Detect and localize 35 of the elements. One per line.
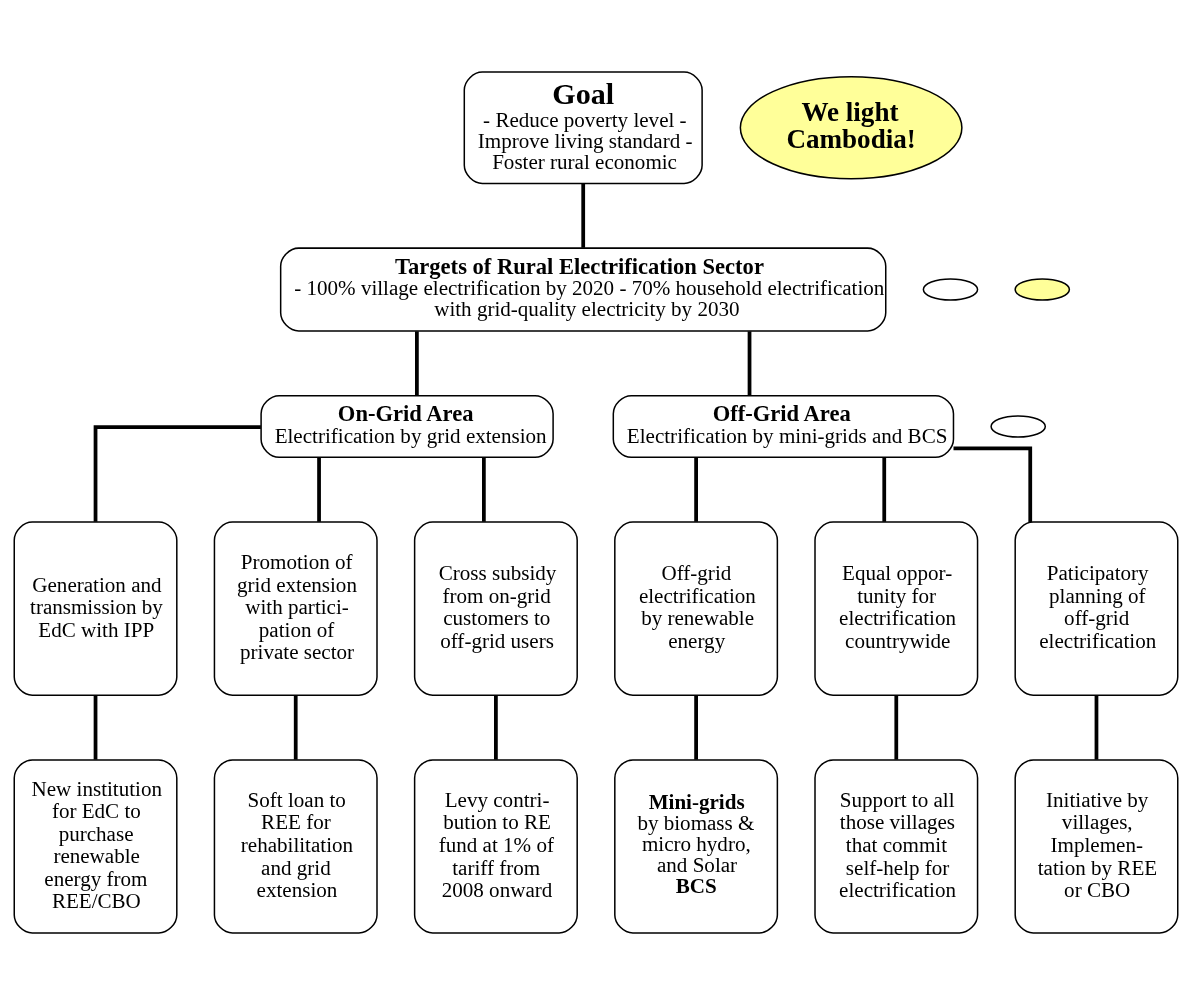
node-box: Promotion of grid extension with partici- pation of private sector <box>213 521 378 696</box>
node-box: Off-Grid Area Electrification by mini-grids and BCS <box>612 394 955 459</box>
connector <box>415 331 419 396</box>
node-box: Mini-grids by biomass & micro hydro, and Solar BCS <box>614 759 779 934</box>
node-box: Support to all those villages that commit self-help for electrification <box>814 759 979 934</box>
connector <box>93 695 98 760</box>
connector <box>317 457 321 522</box>
connector <box>581 183 586 248</box>
node-box: Levy contri- bution to RE fund at 1% of tariff from 2008 onward <box>413 759 578 934</box>
connector <box>894 695 899 760</box>
connector <box>694 695 698 760</box>
node-box: Off-grid electrification by renewable energy <box>614 521 779 696</box>
node-ellipse: We light Cambodia! <box>739 75 963 180</box>
connector <box>293 695 298 760</box>
connector <box>93 425 261 522</box>
node-ellipse <box>1014 278 1071 301</box>
node-box: Paticipatory planning of off-grid electrification <box>1014 521 1179 696</box>
node-box: Goal - Reduce poverty level - Improve living standard - Foster rural economic <box>463 71 703 185</box>
node-ellipse <box>990 415 1047 438</box>
connector <box>1094 695 1099 760</box>
connector <box>882 457 887 522</box>
node-box: Equal oppor- tunity for electrification countrywide <box>814 521 979 696</box>
connector <box>482 457 486 522</box>
connector <box>694 457 698 522</box>
connector <box>953 446 1033 522</box>
connector <box>747 331 752 396</box>
node-box: On-Grid Area Electrification by grid extension <box>260 394 554 459</box>
node-box: Cross subsidy from on-grid customers to off-grid users <box>413 521 578 696</box>
node-ellipse <box>922 278 979 301</box>
node-box: Targets of Rural Electrification Sector - 100% village electrification by 2020 - 70% household electrification with grid-quality electricity by 2030 <box>279 247 887 332</box>
connector <box>494 695 498 760</box>
node-box: Initiative by villages, Implemen- tation by REE or CBO <box>1014 759 1179 934</box>
node-box: Soft loan to REE for rehabilitation and grid extension <box>213 759 378 934</box>
node-box: Generation and transmission by EdC with IPP <box>13 521 178 696</box>
node-box: New institution for EdC to purchase renewable energy from REE/CBO <box>13 759 178 934</box>
